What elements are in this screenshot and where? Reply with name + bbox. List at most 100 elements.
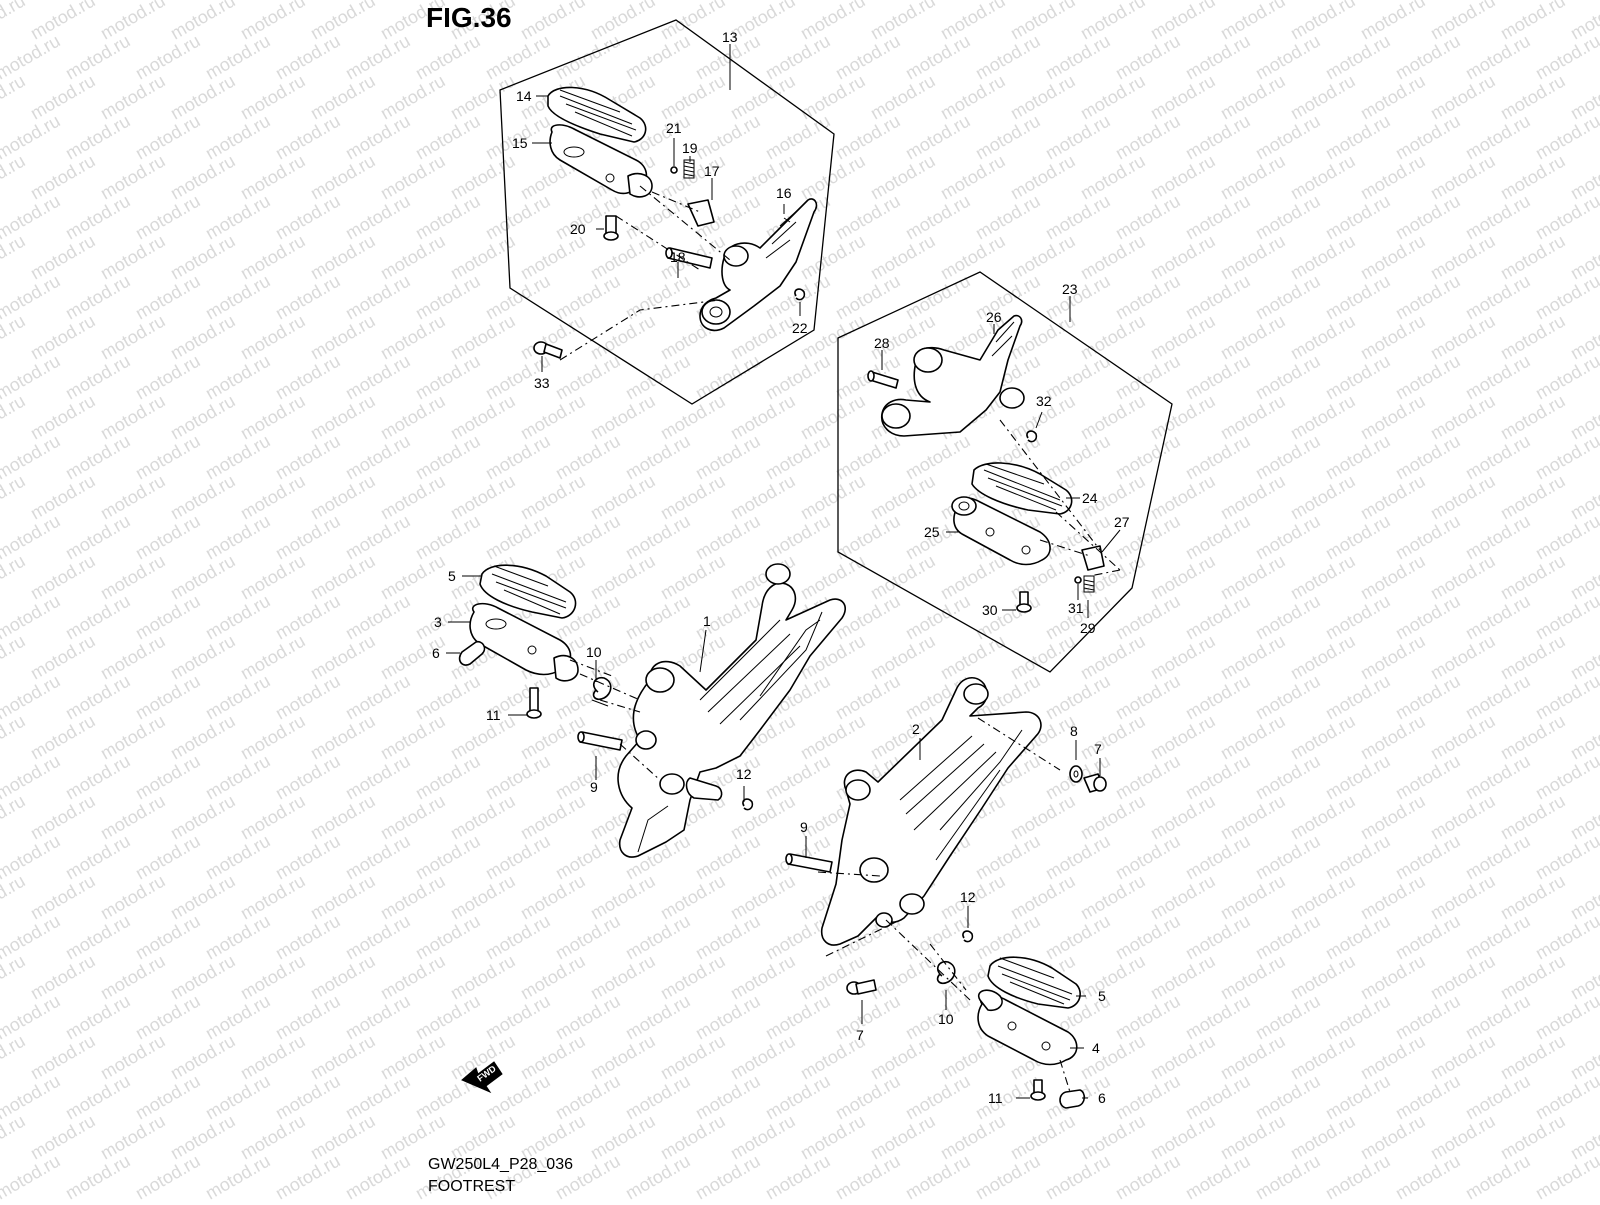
watermark-text: motod.ru [727, 1031, 799, 1084]
watermark-text: motod.ru [762, 111, 834, 164]
watermark-text: motod.ru [167, 151, 239, 204]
watermark-text: motod.ru [167, 471, 239, 524]
watermark-text: motod.ru [1532, 911, 1600, 964]
watermark-text: motod.ru [62, 431, 134, 484]
watermark-text: motod.ru [237, 231, 309, 284]
watermark-text: motod.ru [1147, 631, 1219, 684]
watermark-text: motod.ru [902, 591, 974, 644]
watermark-text: motod.ru [272, 1071, 344, 1124]
watermark-text: motod.ru [1462, 591, 1534, 644]
watermark-text: motod.ru [727, 71, 799, 124]
watermark-text: motod.ru [132, 431, 204, 484]
watermark-text: motod.ru [1217, 71, 1289, 124]
callout-7-upper: 7 [1094, 741, 1102, 757]
watermark-text: motod.ru [272, 591, 344, 644]
watermark-text: motod.ru [1427, 151, 1499, 204]
watermark-text: motod.ru [0, 551, 29, 604]
watermark-text: motod.ru [62, 111, 134, 164]
watermark-text: motod.ru [62, 1151, 134, 1200]
watermark-text: motod.ru [1252, 271, 1324, 324]
watermark-text: motod.ru [1077, 1031, 1149, 1084]
watermark-text: motod.ru [132, 191, 204, 244]
watermark-text: motod.ru [377, 711, 449, 764]
watermark-text: motod.ru [342, 191, 414, 244]
part-1-bracket-left [617, 563, 846, 858]
watermark-text: motod.ru [482, 191, 554, 244]
watermark-text: motod.ru [1462, 351, 1534, 404]
watermark-text: motod.ru [902, 191, 974, 244]
watermark-text: motod.ru [0, 71, 29, 124]
watermark-text: motod.ru [377, 1031, 449, 1084]
watermark-text: motod.ru [1252, 1151, 1324, 1200]
watermark-text: motod.ru [62, 511, 134, 564]
watermark-text: motod.ru [27, 551, 99, 604]
watermark-text: motod.ru [902, 1071, 974, 1124]
watermark-text: motod.ru [202, 111, 274, 164]
watermark-text: motod.ru [1392, 31, 1464, 84]
watermark-text: motod.ru [307, 551, 379, 604]
watermark-text: motod.ru [797, 711, 869, 764]
watermark-text: motod.ru [202, 991, 274, 1044]
watermark-text: motod.ru [27, 471, 99, 524]
watermark-text: motod.ru [1252, 831, 1324, 884]
watermark-text: motod.ru [1252, 191, 1324, 244]
watermark-text: motod.ru [237, 311, 309, 364]
watermark-text: motod.ru [97, 1111, 169, 1164]
watermark-text: motod.ru [27, 71, 99, 124]
watermark-text: motod.ru [447, 951, 519, 1004]
watermark-text: motod.ru [0, 151, 29, 204]
watermark-text: motod.ru [1392, 911, 1464, 964]
watermark-text: motod.ru [377, 951, 449, 1004]
watermark-text: motod.ru [272, 191, 344, 244]
watermark-text: motod.ru [762, 351, 834, 404]
watermark-text: motod.ru [937, 0, 1009, 43]
watermark-text: motod.ru [657, 551, 729, 604]
watermark-text: motod.ru [27, 1031, 99, 1084]
watermark-text: motod.ru [1357, 871, 1429, 924]
watermark-text: motod.ru [1112, 111, 1184, 164]
watermark-text: motod.ru [1042, 271, 1114, 324]
watermark-text: motod.ru [937, 151, 1009, 204]
watermark-text: motod.ru [412, 191, 484, 244]
watermark-text: motod.ru [902, 31, 974, 84]
watermark-text: motod.ru [1322, 431, 1394, 484]
watermark-text: motod.ru [937, 1111, 1009, 1164]
watermark-text: motod.ru [1147, 551, 1219, 604]
part-32-circlip [1026, 430, 1038, 443]
watermark-text: motod.ru [1427, 0, 1499, 43]
watermark-text: motod.ru [552, 751, 624, 804]
watermark-text: motod.ru [1392, 511, 1464, 564]
watermark-text: motod.ru [727, 951, 799, 1004]
watermark-text: motod.ru [202, 1151, 274, 1200]
watermark-text: motod.ru [622, 271, 694, 324]
diagram-code: GW250L4_P28_036 [428, 1156, 573, 1173]
watermark-text: motod.ru [62, 831, 134, 884]
watermark-text: motod.ru [1287, 791, 1359, 844]
watermark-text: motod.ru [1462, 111, 1534, 164]
watermark-text: motod.ru [867, 231, 939, 284]
callout-24: 24 [1082, 490, 1098, 506]
watermark-text: motod.ru [0, 1111, 29, 1164]
callout-4: 4 [1092, 1040, 1100, 1056]
watermark-text: motod.ru [1392, 991, 1464, 1044]
watermark-text: motod.ru [97, 711, 169, 764]
watermark-text: motod.ru [1252, 591, 1324, 644]
watermark-text: motod.ru [1147, 1111, 1219, 1164]
watermark-text: motod.ru [1532, 1071, 1600, 1124]
watermark-text: motod.ru [1322, 31, 1394, 84]
watermark-text: motod.ru [132, 271, 204, 324]
watermark-text: motod.ru [412, 431, 484, 484]
watermark-text: motod.ru [1357, 151, 1429, 204]
watermark-text: motod.ru [517, 391, 589, 444]
watermark-text: motod.ru [867, 151, 939, 204]
watermark-text: motod.ru [1392, 831, 1464, 884]
watermark-text: motod.ru [1427, 871, 1499, 924]
watermark-text: motod.ru [1077, 391, 1149, 444]
watermark-text: motod.ru [972, 831, 1044, 884]
watermark-text: motod.ru [1217, 951, 1289, 1004]
watermark-text: motod.ru [1077, 71, 1149, 124]
watermark-text: motod.ru [517, 0, 589, 43]
part-29-spring [1083, 575, 1095, 593]
watermark-text: motod.ru [622, 31, 694, 84]
watermark-text: motod.ru [1427, 1031, 1499, 1084]
